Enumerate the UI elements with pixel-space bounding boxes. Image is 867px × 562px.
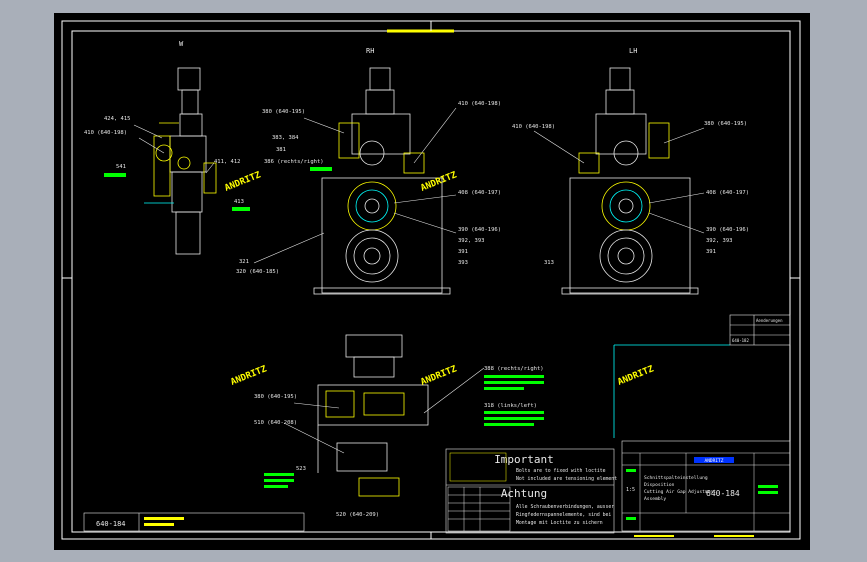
callout-side-2: 541: [116, 164, 126, 170]
title-desc1: Schnittspalteinstellung: [644, 475, 708, 481]
callout-side-5: 321: [239, 259, 249, 265]
achtung-line2: Ringfedernspannelemente, sind bei: [516, 512, 611, 518]
watermark-2: ANDRITZ: [229, 364, 268, 388]
title-block-green-marks: [626, 469, 778, 520]
callout-rh-2: 381: [276, 147, 286, 153]
watermark-0: ANDRITZ: [223, 170, 262, 194]
callout-side-4: 413: [234, 199, 244, 205]
callout-lh-0: 410 (640-198): [512, 124, 555, 130]
title-desc2: Disposition: [644, 482, 675, 488]
callout-lh-2: 408 (640-197): [706, 190, 749, 196]
drawing-sheet: W RH LH: [54, 13, 810, 550]
callout-side-0: 424, 415: [104, 116, 131, 122]
important-line2: Not included are tensioning element: [516, 476, 617, 482]
achtung-title: Achtung: [501, 487, 547, 500]
watermark-3: ANDRITZ: [419, 364, 458, 388]
notes-block: Important Bolts are to fixed with loctit…: [445, 448, 617, 534]
view-label-lh: LH: [629, 47, 637, 55]
revision-table: Aenderungen 640-182: [729, 314, 791, 346]
callout-plan-3: 520 (640-209): [336, 512, 379, 518]
front-view-rh: RH: [313, 47, 451, 295]
side-view-w: W: [144, 40, 217, 255]
company-logo-text: ANDRITZ: [705, 458, 724, 464]
drawing-canvas[interactable]: W RH LH: [54, 13, 810, 550]
view-label-rh: RH: [366, 47, 374, 55]
callout-plan-0: 380 (640-195): [254, 394, 297, 400]
plan-view: [317, 334, 429, 497]
callout-side-1: 410 (640-198): [84, 130, 127, 136]
title-block: ANDRITZ 1:5 Schnittspalteinstellung Disp…: [621, 440, 791, 532]
achtung-line3: Montage mit Loctite zu sichern: [516, 520, 603, 526]
watermark-1: ANDRITZ: [419, 170, 458, 194]
callout-side-3: 411, 412: [214, 159, 241, 165]
callout-lh-5: 391: [706, 249, 716, 255]
drawing-number: 640-184: [706, 489, 740, 498]
scale-value: 1:5: [626, 487, 635, 493]
view-label-w: W: [179, 40, 184, 48]
watermark-4: ANDRITZ: [616, 364, 655, 388]
achtung-line1: Alle Schraubenverbindungen, ausser: [516, 504, 614, 510]
callout-lh-6: 313: [544, 260, 554, 266]
callout-rh-6: 390 (640-196): [458, 227, 501, 233]
revision-header: Aenderungen: [756, 318, 783, 323]
revision-ref: 640-182: [732, 338, 749, 343]
callout-rh-7: 392, 393: [458, 238, 485, 244]
callout-plan-1: 510 (640-208): [254, 420, 297, 426]
callout-rh-9: 393: [458, 260, 468, 266]
callout-rh-8: 391: [458, 249, 468, 255]
sheet-frame: [61, 20, 801, 540]
callout-rh-5: 408 (640-197): [458, 190, 501, 196]
callout-rh-1: 383, 384: [272, 135, 299, 141]
important-line1: Bolts are to fixed with loctite: [516, 468, 606, 474]
callout-rh-0: 380 (640-195): [262, 109, 305, 115]
callout-plan-5: 318 (links/left): [484, 403, 537, 409]
title-desc4: Assembly: [644, 496, 666, 502]
title-desc3: Cutting Air Gap Adjustment: [644, 489, 716, 495]
callout-plan-2: 523: [296, 466, 306, 472]
watermarks: ANDRITZ ANDRITZ ANDRITZ ANDRITZ ANDRITZ: [223, 170, 655, 388]
front-view-lh: LH: [561, 47, 699, 295]
callout-rh-3: 386 (rechts/right): [264, 159, 324, 165]
leader-lines: [133, 107, 705, 454]
callout-lh-3: 390 (640-196): [706, 227, 749, 233]
callout-lh-4: 392, 393: [706, 238, 733, 244]
important-title: Important: [494, 453, 554, 466]
callouts: 424, 415 410 (640-198) 541 411, 412 413 …: [84, 101, 749, 518]
callout-side-6: 320 (640-185): [236, 269, 279, 275]
green-annotations: [104, 167, 544, 488]
callout-lh-1: 380 (640-195): [704, 121, 747, 127]
callout-rh-4: 410 (640-198): [458, 101, 501, 107]
bottom-strip: [634, 535, 754, 537]
left-title-box: 640-184: [83, 512, 305, 532]
revision-area: [613, 344, 730, 438]
left-drawing-number: 640-184: [96, 520, 126, 528]
callout-plan-4: 388 (rechts/right): [484, 366, 544, 372]
